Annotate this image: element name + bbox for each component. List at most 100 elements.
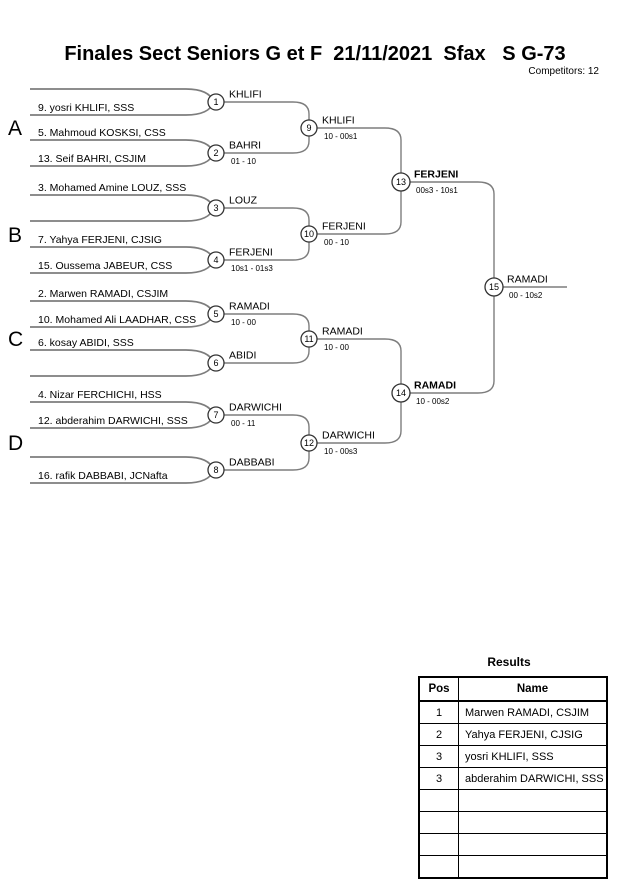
table-row: 1 Marwen RAMADI, CSJIM	[418, 700, 608, 724]
pos-value: 1	[418, 700, 459, 724]
pos-value: 3	[418, 745, 459, 768]
slot-line	[30, 401, 215, 416]
competitors-count: Competitors: 12	[528, 66, 599, 77]
name-value: yosri KHLIFI, SSS	[458, 745, 608, 768]
slot-line	[30, 362, 215, 377]
match-score: 00 - 10	[324, 238, 349, 247]
winner-name-semifinal: RAMADI	[414, 380, 456, 392]
winner-line	[224, 339, 310, 364]
match-score: 00s3 - 10s1	[416, 186, 458, 195]
match-circle-15	[484, 277, 504, 297]
match-score: 10s1 - 01s3	[231, 264, 273, 273]
match-number: 6	[213, 358, 218, 368]
match-circle-5	[207, 305, 225, 323]
name-value	[458, 811, 608, 834]
match-number: 4	[213, 255, 218, 265]
winner-name: KHLIFI	[322, 115, 355, 127]
match-number: 14	[396, 388, 406, 398]
name-value	[458, 855, 608, 879]
name-value: Marwen RAMADI, CSJIM	[458, 700, 608, 724]
section-label-b: B	[8, 224, 22, 247]
tournament-bracket: A B C D	[8, 88, 567, 484]
name-value	[458, 789, 608, 812]
slot-label: 9. yosri KHLIFI, SSS	[38, 102, 134, 114]
match-circles	[207, 93, 504, 479]
match-score: 10 - 00	[231, 318, 256, 327]
winner-line	[224, 101, 310, 128]
slot-label: 15. Oussema JABEUR, CSS	[38, 260, 172, 272]
table-row	[418, 855, 608, 879]
match-score: 10 - 00s1	[324, 132, 358, 141]
winner-line	[224, 313, 310, 339]
match-number: 2	[213, 148, 218, 158]
match-circle-6	[207, 354, 225, 372]
winner-name: KHLIFI	[229, 89, 262, 101]
match-number: 13	[396, 177, 406, 187]
match-number: 8	[213, 465, 218, 475]
match-circle-12	[300, 434, 318, 452]
match-number: 9	[306, 123, 311, 133]
match-circle-7	[207, 406, 225, 424]
slot-label: 6. kosay ABIDI, SSS	[38, 337, 134, 349]
pos-value	[418, 811, 459, 834]
winner-name: DARWICHI	[322, 430, 375, 442]
match-circle-8	[207, 461, 225, 479]
winner-line	[224, 207, 310, 234]
table-row: 3 yosri KHLIFI, SSS	[418, 745, 608, 768]
match-score: 10 - 00	[324, 343, 349, 352]
winner-line	[224, 443, 310, 471]
slot-label: 10. Mohamed Ali LAADHAR, CSS	[38, 314, 196, 326]
results-col-name: Name	[458, 676, 608, 702]
name-value: Yahya FERJENI, CJSIG	[458, 723, 608, 746]
match-number: 1	[213, 97, 218, 107]
slot-line	[30, 349, 215, 364]
slot-label: 2. Marwen RAMADI, CSJIM	[38, 288, 168, 300]
winner-line	[409, 181, 495, 287]
results-title: Results	[487, 655, 531, 669]
winner-name-final: RAMADI	[507, 274, 548, 286]
match-circle-4	[207, 251, 225, 269]
winner-name: LOUZ	[229, 195, 258, 207]
winner-line	[317, 182, 402, 235]
name-value: abderahim DARWICHI, SSS	[458, 767, 608, 790]
slot-label: 3. Mohamed Amine LOUZ, SSS	[38, 182, 186, 194]
match-score: 00 - 10s2	[509, 291, 543, 300]
slot-label: 5. Mahmoud KOSKSI, CSS	[38, 127, 166, 139]
pos-value	[418, 855, 459, 879]
winner-name: BAHRI	[229, 140, 261, 152]
slot-label: 12. abderahim DARWICHI, SSS	[38, 415, 188, 427]
winner-name: RAMADI	[322, 326, 363, 338]
match-number: 3	[213, 203, 218, 213]
pos-value: 3	[418, 767, 459, 790]
pos-value	[418, 833, 459, 856]
slot-label: 7. Yahya FERJENI, CJSIG	[38, 234, 162, 246]
winner-name: DABBABI	[229, 457, 275, 469]
winner-name-semifinal: FERJENI	[414, 169, 458, 181]
match-circle-10	[300, 225, 318, 243]
pos-value: 2	[418, 723, 459, 746]
match-circle-11	[300, 330, 318, 348]
winner-line	[409, 287, 495, 394]
match-circle-2	[207, 144, 225, 162]
results-header-row: Pos Name	[418, 676, 608, 702]
table-row: 2 Yahya FERJENI, CJSIG	[418, 723, 608, 746]
winner-labels: KHLIFI BAHRI 01 - 10 LOUZ FERJENI 10s1 -…	[229, 89, 548, 469]
pos-value	[418, 789, 459, 812]
slot-label: 16. rafik DABBABI, JCNafta	[38, 470, 168, 482]
match-score: 00 - 11	[231, 419, 256, 428]
slot-line	[30, 139, 215, 154]
match-number: 5	[213, 309, 218, 319]
match-number: 11	[304, 334, 313, 344]
match-score: 10 - 00s3	[324, 447, 358, 456]
winner-line	[224, 414, 310, 443]
winner-name: DARWICHI	[229, 402, 282, 414]
slot-line	[30, 456, 215, 471]
match-numbers: 1 2 3 4 5 6 7 8 9 10 11 12 13 14 15	[213, 97, 499, 475]
results-col-pos: Pos	[418, 676, 459, 702]
match-circle-3	[207, 199, 225, 217]
slot-line	[30, 300, 215, 315]
results-table: Pos Name 1 Marwen RAMADI, CSJIM 2 Yahya …	[418, 676, 608, 879]
winner-line	[224, 128, 310, 154]
section-label-a: A	[8, 117, 22, 140]
winner-line	[317, 338, 402, 393]
